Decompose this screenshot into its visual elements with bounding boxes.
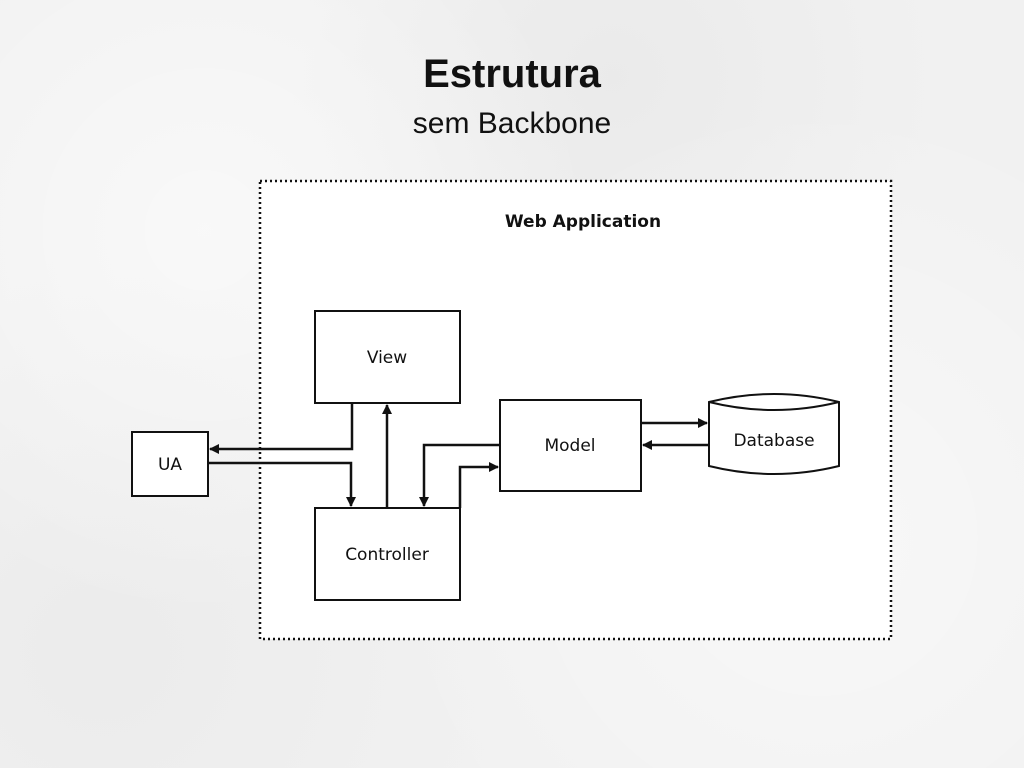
controller-label: Controller [345, 545, 429, 565]
controller-node [314, 507, 461, 601]
view-label: View [367, 348, 407, 368]
ua-to-controller-arrow [208, 461, 356, 507]
ua-label: UA [158, 455, 182, 475]
view-to-ua-arrow [209, 403, 354, 454]
model-label: Model [544, 436, 595, 456]
view-node [314, 310, 461, 404]
model-node [499, 399, 642, 492]
database-node [708, 393, 840, 475]
database-label: Database [733, 431, 814, 451]
ua-node [131, 431, 209, 497]
slide-title: Estrutura [423, 52, 601, 96]
model-to-controller-arrow [419, 443, 500, 507]
web-application-label: Web Application [505, 212, 661, 232]
slide-subtitle: sem Backbone [412, 107, 612, 140]
controller-to-model-arrow [458, 462, 499, 508]
